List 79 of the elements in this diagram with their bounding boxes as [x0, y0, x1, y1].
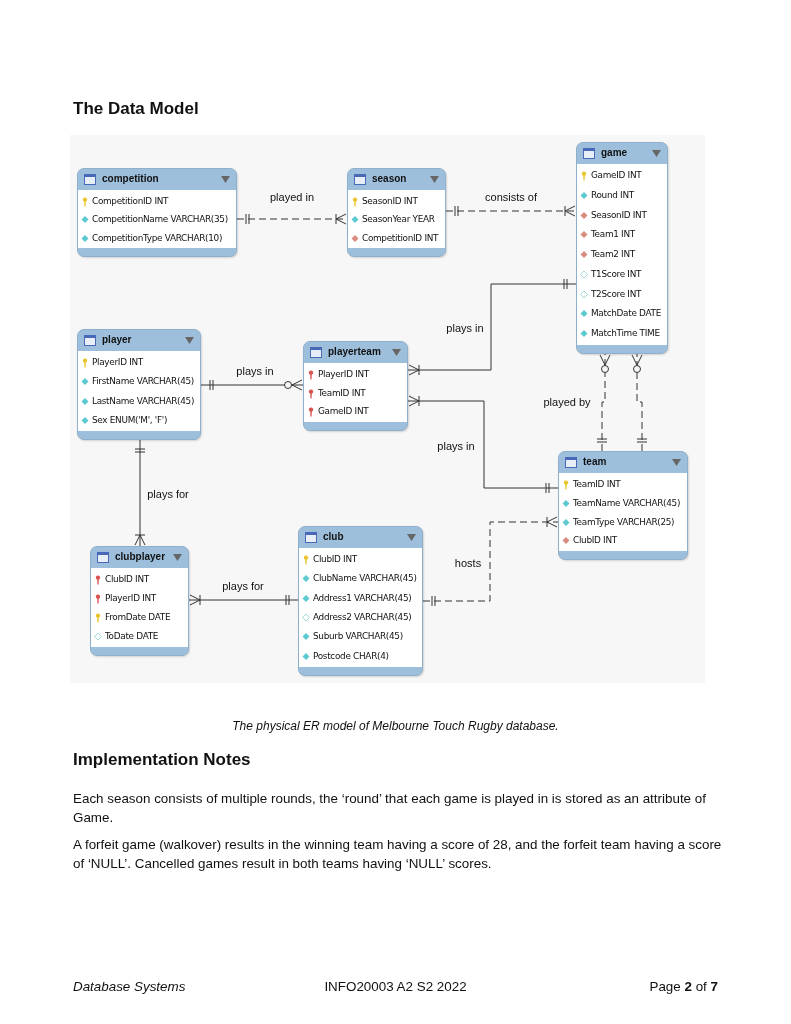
- footer-text: INFO20003 A2 S2 2022: [324, 979, 467, 994]
- column-name: ClubID INT: [105, 574, 149, 584]
- column-name: CompetitionID INT: [362, 232, 439, 243]
- column-name: GameID INT: [318, 406, 369, 417]
- column-name: Suburb VARCHAR(45): [313, 631, 403, 642]
- column-name: Team1 INT: [591, 229, 635, 240]
- column-name: Address1 VARCHAR(45): [313, 592, 412, 603]
- relationship-line: [200, 379, 304, 391]
- figure-caption: The physical ER model of Melbourne Touch Rugby database.: [231, 719, 560, 733]
- column-name: ClubID INT: [313, 554, 357, 564]
- column-name: CompetitionType VARCHAR(10): [92, 232, 223, 243]
- column-name: TeamID INT: [318, 387, 366, 398]
- column-name: PlayerID INT: [92, 357, 143, 367]
- relationship-line: [407, 278, 577, 376]
- edge-label: plays in: [234, 365, 276, 377]
- edge-label: plays in: [444, 322, 486, 334]
- section-heading: Implementation Notes: [73, 750, 251, 770]
- column-name: Team2 INT: [591, 249, 635, 260]
- column-name: GameID INT: [591, 170, 642, 180]
- relationship-line: [445, 205, 577, 217]
- relationship-line: [422, 516, 559, 607]
- table-name: season: [372, 173, 407, 184]
- page-title: The Data Model: [73, 99, 199, 119]
- table-box: [303, 341, 408, 431]
- relationship-line: [134, 439, 146, 547]
- column-name: ClubID INT: [573, 535, 617, 546]
- column-name: CompetitionName VARCHAR(35): [92, 214, 228, 225]
- column-name: FromDate DATE: [105, 612, 171, 622]
- edge-label: plays in: [435, 440, 477, 452]
- table-box: [347, 168, 446, 257]
- table-box: [77, 329, 201, 440]
- column-name: Postcode CHAR(4): [313, 650, 389, 661]
- column-name: SeasonYear YEAR: [362, 214, 435, 225]
- table-name: clubplayer: [115, 551, 166, 562]
- table-name: team: [583, 456, 607, 467]
- relationship-line: [596, 353, 611, 452]
- table-box: [298, 526, 423, 676]
- column-name: TeamType VARCHAR(25): [573, 516, 675, 527]
- column-name: TeamName VARCHAR(45): [573, 497, 681, 508]
- column-name: CompetitionID INT: [92, 196, 169, 206]
- relationship-line: [407, 395, 559, 494]
- column-name: Address2 VARCHAR(45): [313, 612, 412, 622]
- table-box: [558, 451, 688, 560]
- table-name: playerteam: [328, 346, 381, 357]
- page-number: Page 2 of 7: [649, 979, 718, 994]
- paragraph: A forfeit game (walkover) results in the winning team having a score of 28, and the forfeit team having a score of ‘NULL’. Cancelled games result in both teams having ‘NULL’ scores.: [73, 836, 723, 873]
- table-name: player: [102, 334, 132, 345]
- column-name: PlayerID INT: [105, 593, 156, 603]
- table-name: club: [323, 531, 344, 542]
- table-box: [90, 546, 189, 656]
- column-name: FirstName VARCHAR(45): [92, 376, 194, 387]
- relationship-line: [236, 213, 348, 225]
- column-name: ToDate DATE: [105, 631, 159, 641]
- edge-label: hosts: [452, 557, 484, 569]
- footer-text: Database Systems: [73, 979, 186, 994]
- column-name: Round INT: [591, 189, 634, 200]
- table-box: [77, 168, 237, 257]
- edge-label: played in: [268, 191, 316, 203]
- column-name: LastName VARCHAR(45): [92, 395, 195, 406]
- column-name: ClubName VARCHAR(45): [313, 573, 417, 584]
- table-name: competition: [102, 173, 159, 184]
- table-box: [576, 142, 668, 354]
- column-name: PlayerID INT: [318, 369, 369, 379]
- edge-label: plays for: [145, 488, 191, 500]
- column-name: MatchDate DATE: [591, 308, 661, 319]
- column-name: SeasonID INT: [362, 196, 418, 206]
- edge-label: played by: [541, 396, 593, 408]
- table-name: game: [601, 147, 628, 158]
- edge-label: plays for: [220, 580, 266, 592]
- relationship-line: [188, 594, 299, 606]
- column-name: T1Score INT: [591, 268, 642, 279]
- column-name: T2Score INT: [591, 288, 642, 299]
- edge-label: consists of: [483, 191, 539, 203]
- paragraph: Each season consists of multiple rounds, the ‘round’ that each game is played in is stored as an attribute of Game.: [73, 790, 707, 827]
- relationship-line: [631, 353, 648, 452]
- column-name: MatchTime TIME: [591, 328, 660, 339]
- column-name: Sex ENUM('M', 'F'): [92, 414, 168, 425]
- column-name: SeasonID INT: [591, 209, 647, 220]
- column-name: TeamID INT: [573, 479, 621, 489]
